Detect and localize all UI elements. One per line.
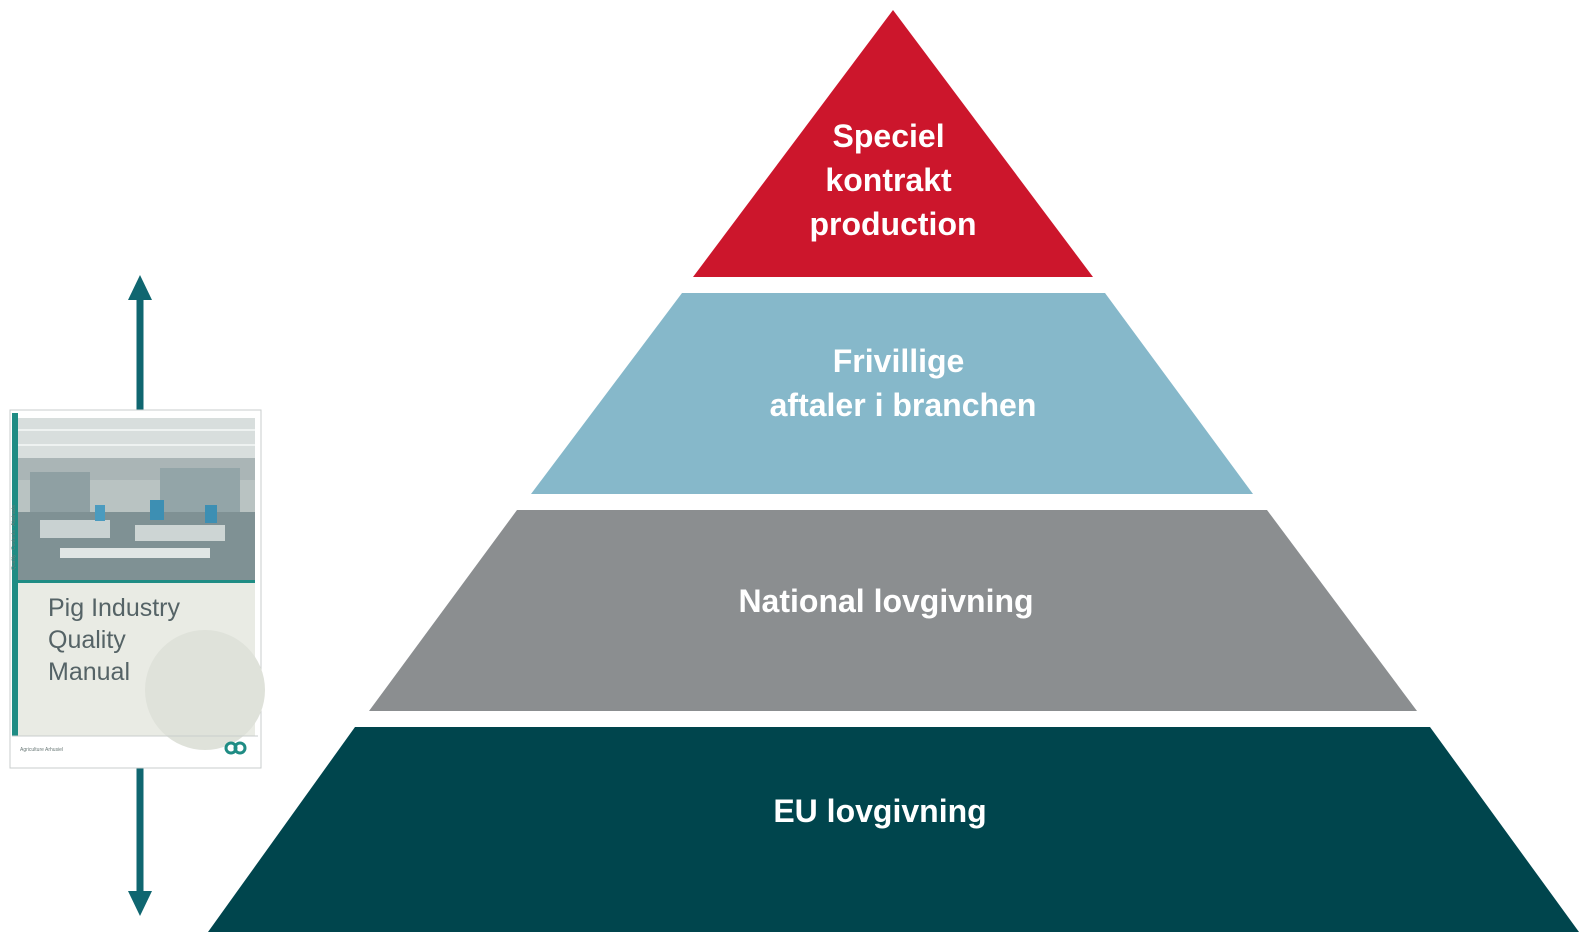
- cover-spine-text: Quality · Contents · Abstracts: [11, 504, 17, 570]
- tier-label: Frivillige aftaler i branchen: [770, 343, 1037, 423]
- pyramid: Speciel kontrakt production Frivillige a…: [208, 10, 1579, 932]
- tier-shape: [531, 293, 1253, 494]
- tier-label-line: EU lovgivning: [773, 793, 986, 829]
- cover-publisher: Agriculture Arhusiel: [20, 747, 63, 753]
- cover-spine: [12, 413, 18, 736]
- tier-label-line: Speciel: [833, 118, 945, 154]
- cover-photo: [18, 418, 255, 580]
- tier-label-line: kontrakt: [825, 162, 952, 198]
- tier-label: Speciel kontrakt production: [809, 118, 976, 242]
- tier-label-line: aftaler i branchen: [770, 387, 1037, 423]
- scale-arrow: [128, 275, 152, 916]
- cover-title-line: Manual: [48, 658, 130, 686]
- tier-label-line: Frivillige: [833, 343, 965, 379]
- tier-label-line: production: [809, 206, 976, 242]
- cover-divider-stripe: [18, 580, 255, 583]
- cover-title-line: Pig Industry: [48, 594, 181, 622]
- tier-special-contract-production: Speciel kontrakt production: [693, 10, 1093, 277]
- tier-label: National lovgivning: [738, 583, 1033, 619]
- arrow-up-icon: [128, 275, 152, 410]
- tier-shape: [208, 727, 1579, 932]
- manual-cover: Pig Industry Quality Manual Quality · Co…: [9, 409, 265, 769]
- tier-shape: [693, 10, 1093, 277]
- cover-title-line: Quality: [48, 626, 126, 654]
- tier-label-line: National lovgivning: [738, 583, 1033, 619]
- arrow-down-icon: [128, 768, 152, 916]
- tier-national-legislation: National lovgivning: [369, 510, 1417, 711]
- tier-shape: [369, 510, 1417, 711]
- tier-voluntary-industry-agreements: Frivillige aftaler i branchen: [531, 293, 1253, 494]
- double-ring-logo-icon: [224, 741, 247, 755]
- tier-label: EU lovgivning: [773, 793, 986, 829]
- cover-title: Pig Industry Quality Manual: [48, 594, 187, 686]
- tier-eu-legislation: EU lovgivning: [208, 727, 1579, 932]
